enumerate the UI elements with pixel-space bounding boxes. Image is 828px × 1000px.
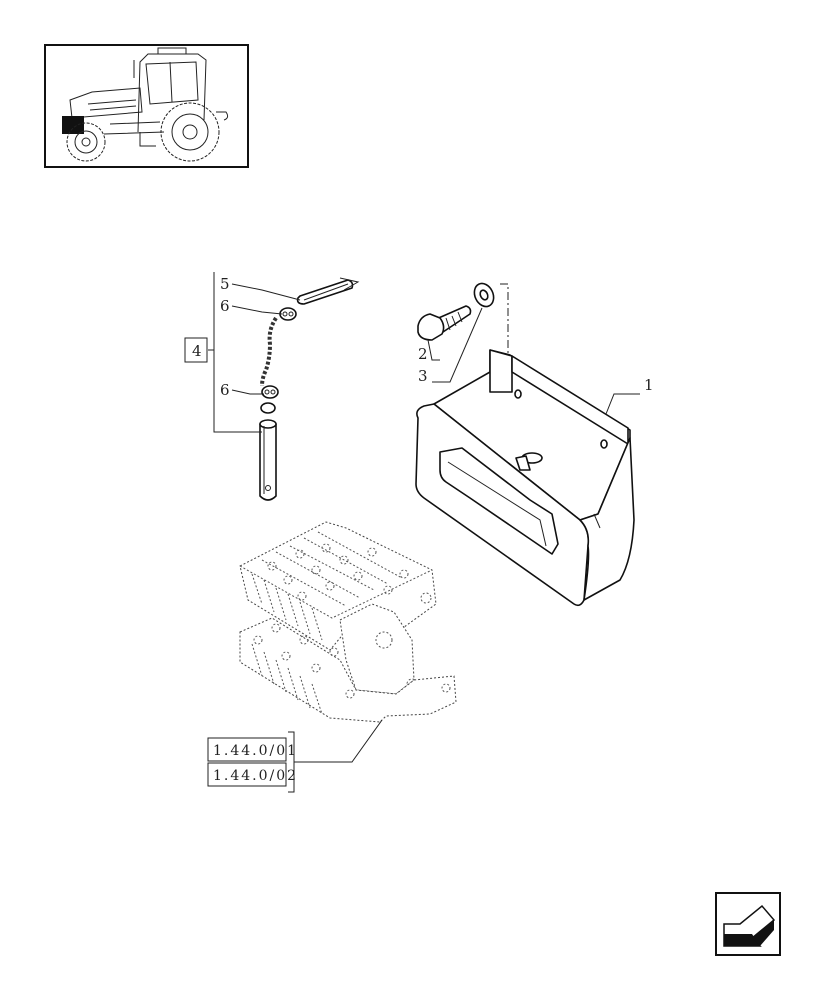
weight-support-part bbox=[415, 349, 635, 607]
callout-6-upper: 6 bbox=[220, 297, 230, 315]
bolt-part bbox=[417, 305, 472, 341]
chain-part bbox=[260, 307, 297, 399]
washer-part bbox=[473, 282, 495, 308]
reference-label-2: 1.44.0/02 bbox=[213, 768, 298, 784]
callout-2: 2 bbox=[418, 345, 428, 363]
previous-page-arrow-icon[interactable] bbox=[715, 892, 781, 956]
callouts: 5 6 6 4 2 3 1 bbox=[184, 275, 654, 399]
spring-pin-part bbox=[296, 277, 360, 305]
callout-3: 3 bbox=[418, 367, 428, 385]
reference-label-1: 1.44.0/01 bbox=[213, 743, 298, 759]
callout-4: 4 bbox=[192, 342, 202, 360]
callout-1: 1 bbox=[644, 376, 654, 394]
reference-box-1[interactable]: 1.44.0/01 bbox=[207, 737, 298, 762]
ghost-weights bbox=[239, 521, 457, 723]
callout-5: 5 bbox=[220, 275, 230, 293]
callout-6-lower: 6 bbox=[220, 381, 230, 399]
reference-boxes: 1.44.0/01 1.44.0/02 bbox=[207, 737, 298, 787]
tractor-thumbnail-icon[interactable] bbox=[44, 44, 249, 168]
hitch-pin-part bbox=[259, 402, 277, 501]
reference-box-2[interactable]: 1.44.0/02 bbox=[207, 762, 298, 787]
leader-lines bbox=[208, 272, 640, 793]
